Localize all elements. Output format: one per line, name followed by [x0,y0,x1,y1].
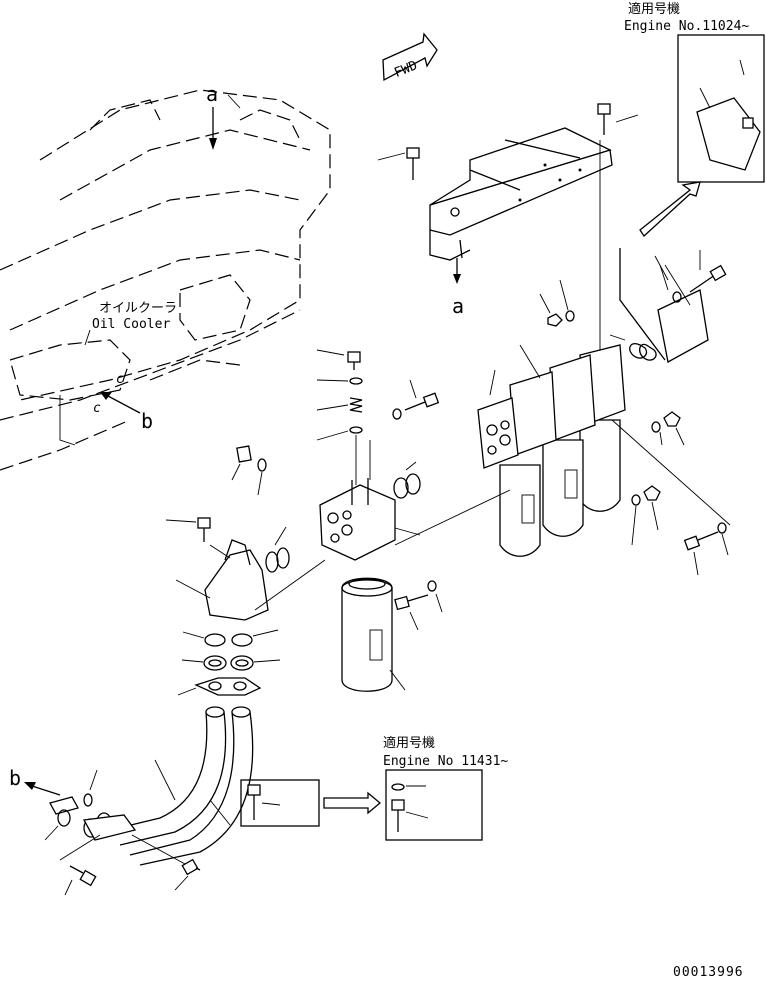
oil-cooler-label: オイルクーラ Oil Cooler [84,301,177,346]
oil-cooler-label-en: Oil Cooler [92,317,170,332]
adapter-block [165,517,326,696]
serial-note-1-jp: 適用号機 [628,1,680,17]
serial-note-2-en: Engine No 11431~ [383,754,508,769]
fwd-label: FWD [392,58,420,81]
ref-b-label-top: b [141,409,153,433]
serial-note-1: 適用号機 Engine No.11024~ [624,1,765,237]
ref-c-label-1: c [116,372,124,387]
ref-a-bracket: a [452,258,464,318]
filter-assembly-triple [477,140,626,557]
bracket-bolt [377,103,639,180]
fwd-arrow: FWD [382,32,438,82]
ref-a-engine: a [206,82,241,150]
engine-block [0,89,331,471]
ref-b-lower: b [9,766,61,796]
oil-pipes [44,706,254,896]
drawing-number: 00013996 [673,965,744,980]
ref-a-label-top: a [206,82,218,106]
cover-plate-right [609,248,709,364]
filter-assembly-single [231,349,511,692]
cooler-refs: c c b [59,372,153,446]
serial-note-2-jp: 適用号機 [383,735,435,751]
filter-bracket [429,127,613,261]
serial-note-2: 適用号機 Engine No 11431~ [240,735,508,841]
oil-cooler-label-jp: オイルクーラ [99,301,177,316]
ref-a-label-bracket: a [452,294,464,318]
ref-b-label-bottom: b [9,766,21,790]
nuts-washers-right [611,411,731,576]
bolt-washer-right-upper [539,250,727,327]
ref-c-label-2: c [93,401,101,416]
serial-note-1-en: Engine No.11024~ [624,19,749,34]
